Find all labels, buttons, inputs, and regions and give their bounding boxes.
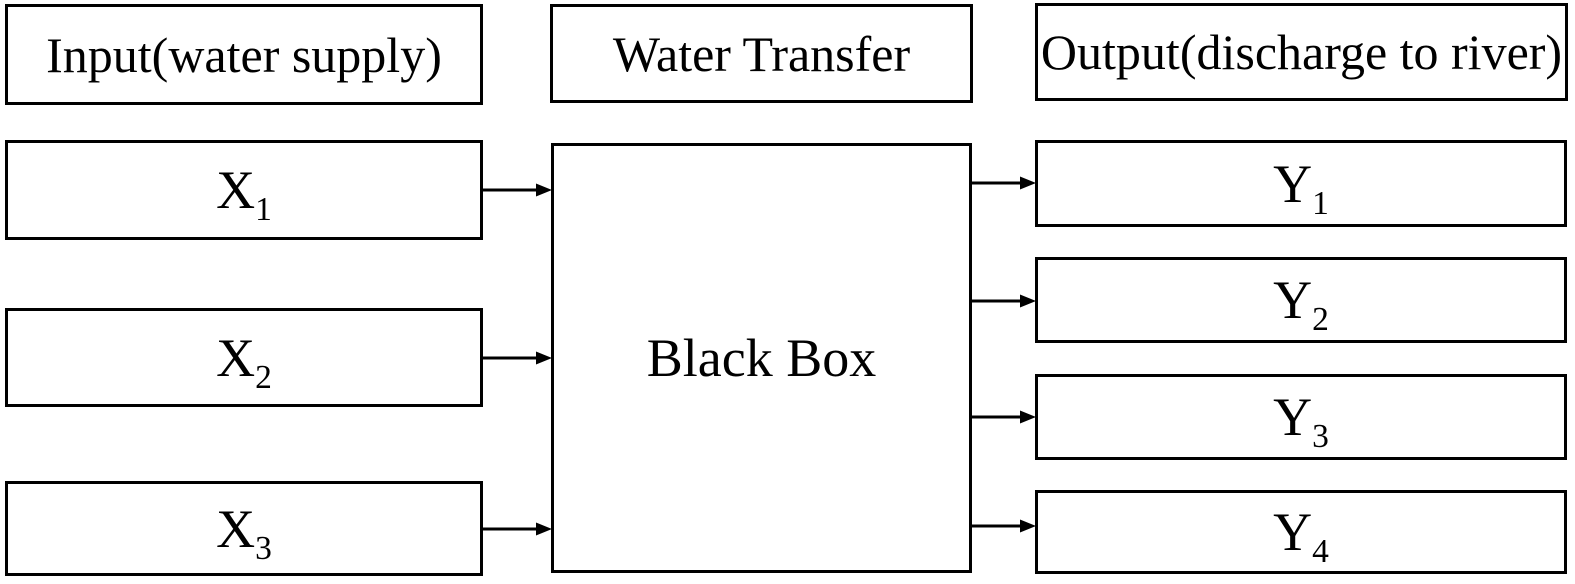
output-node-y1: Y1: [1035, 140, 1567, 227]
output-node-y2: Y2: [1035, 257, 1567, 343]
arrow-blackbox-to-y2: [970, 294, 1036, 308]
output-node-y2-label: Y2: [1273, 270, 1329, 338]
arrow-x2-to-blackbox: [481, 351, 552, 365]
output-node-y2-subscript: 2: [1312, 300, 1329, 338]
output-node-y1-label: Y1: [1273, 153, 1329, 222]
input-node-x3-subscript: 3: [255, 529, 272, 567]
output-column-header: Output(discharge to river): [1035, 3, 1568, 101]
input-node-x2-label: X2: [216, 327, 272, 396]
transfer-column-header-label: Water Transfer: [612, 25, 911, 82]
output-column-header-label: Output(discharge to river): [1040, 24, 1563, 80]
output-node-y3-subscript: 3: [1312, 417, 1329, 455]
arrow-blackbox-to-y1: [970, 176, 1036, 190]
output-node-y4-subscript: 4: [1312, 532, 1329, 570]
input-node-x3-label: X3: [216, 498, 272, 567]
black-box-node-label: Black Box: [646, 328, 877, 388]
output-node-y3-label: Y3: [1273, 387, 1329, 455]
input-column-header: Input(water supply): [5, 4, 483, 105]
output-node-y4-label: Y4: [1273, 502, 1329, 570]
arrow-x3-to-blackbox: [481, 522, 552, 536]
transfer-column-header: Water Transfer: [550, 4, 973, 103]
arrow-x1-to-blackbox: [481, 183, 552, 197]
black-box-node: Black Box: [551, 143, 972, 573]
input-node-x1: X1: [5, 140, 483, 240]
output-node-y4: Y4: [1035, 490, 1567, 574]
input-node-x2-subscript: 2: [255, 358, 272, 396]
arrow-blackbox-to-y3: [970, 410, 1036, 424]
input-node-x3: X3: [5, 481, 483, 576]
input-node-x1-label: X1: [216, 160, 272, 228]
input-node-x1-subscript: 1: [255, 190, 272, 228]
output-node-y1-subscript: 1: [1312, 184, 1329, 222]
input-column-header-label: Input(water supply): [46, 26, 442, 83]
arrow-blackbox-to-y4: [970, 519, 1036, 533]
input-node-x2: X2: [5, 308, 483, 407]
output-node-y3: Y3: [1035, 374, 1567, 460]
